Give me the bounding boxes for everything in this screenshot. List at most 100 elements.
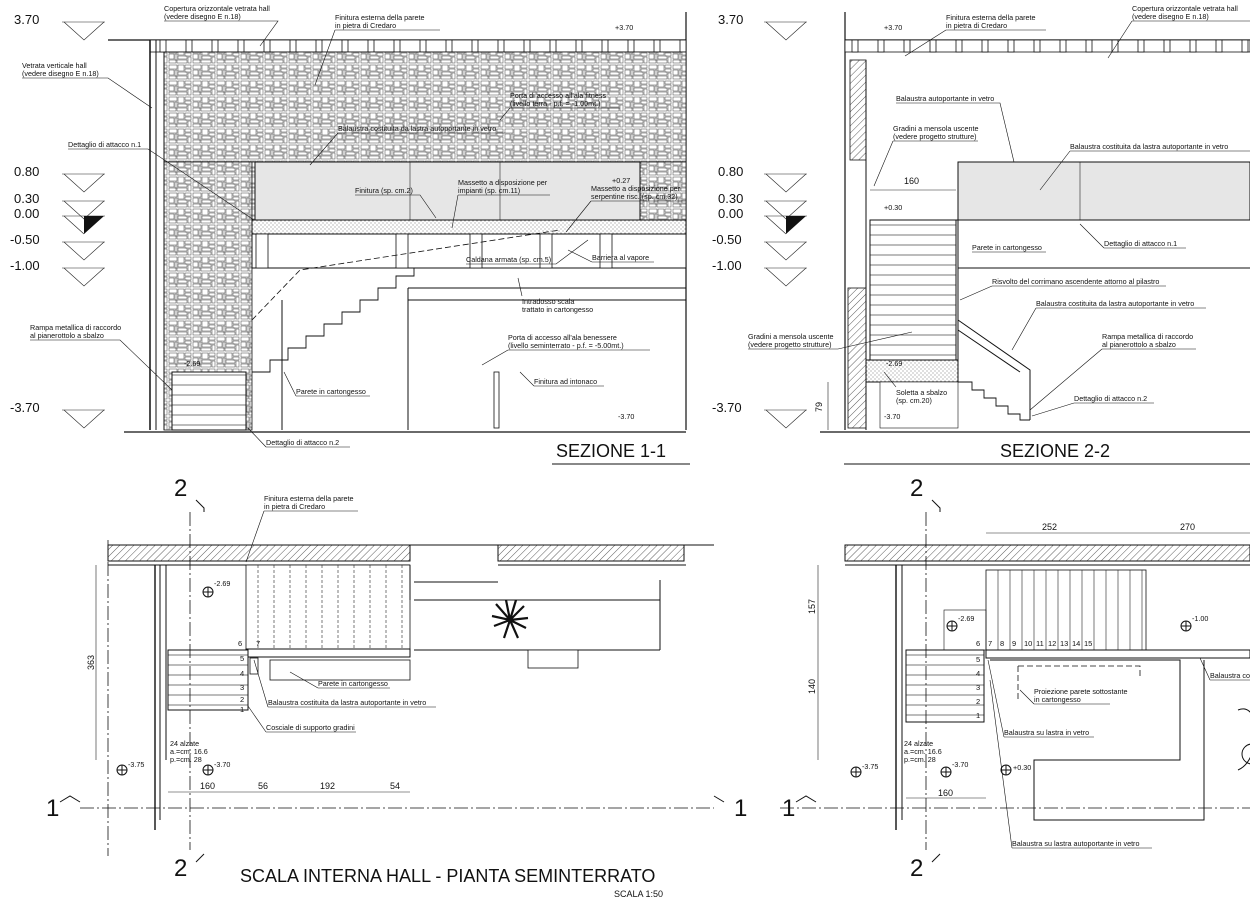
level-marker: 3.70 bbox=[14, 12, 105, 41]
note: Dettaglio di attacco n.2 bbox=[266, 438, 339, 447]
note: trattato in cartongesso bbox=[522, 305, 593, 314]
note: (sp. cm.20) bbox=[896, 396, 932, 405]
note: Balaustra costituita da lastra autoporta… bbox=[268, 698, 426, 707]
section-title: SEZIONE 2-2 bbox=[1000, 441, 1110, 461]
beam bbox=[539, 233, 553, 269]
level-marker: -0.50 bbox=[10, 232, 105, 261]
note: (livello seminterrato - p.f. = -5.00mt.) bbox=[508, 341, 624, 350]
roof-purlin bbox=[575, 39, 583, 53]
step-number: 2 bbox=[240, 695, 244, 704]
step-number: 6 bbox=[976, 639, 980, 648]
note: Rampa metallica di raccordo bbox=[30, 323, 121, 332]
spot-marker: -3.75 bbox=[850, 762, 878, 778]
spot-level: -2.69 bbox=[184, 359, 200, 368]
level-label: 0.00 bbox=[718, 206, 743, 221]
roof-purlin bbox=[929, 39, 937, 53]
metal-ramp bbox=[171, 371, 247, 431]
spot-level: -2.69 bbox=[886, 359, 902, 368]
section-marker-2: 2 bbox=[174, 855, 187, 882]
spot-level: +3.70 bbox=[884, 23, 902, 32]
dimension: 79 bbox=[814, 402, 824, 412]
roof-purlin bbox=[877, 39, 885, 53]
roof-purlin bbox=[211, 39, 219, 53]
stair-lower bbox=[905, 649, 985, 723]
spot-level: -3.75 bbox=[128, 760, 144, 769]
note: Massetto a disposizione per bbox=[591, 184, 681, 193]
level-label: 0.30 bbox=[718, 191, 743, 206]
note: Parete in cartongesso bbox=[318, 679, 388, 688]
spot-level: -2.69 bbox=[958, 614, 974, 623]
note: (livello terra - p.f. = -1.00mt.) bbox=[510, 99, 600, 108]
level-marker: 0.80 bbox=[718, 164, 807, 193]
level-label: -1.00 bbox=[712, 258, 742, 273]
note: serpentine risc. (sp. cm.32) bbox=[591, 192, 678, 201]
roof-purlin bbox=[1163, 39, 1171, 53]
note: Finitura (sp. cm.2) bbox=[355, 186, 413, 195]
note: Risvolto del corrimano ascendente attorn… bbox=[992, 277, 1159, 286]
spot-level: -1.00 bbox=[1192, 614, 1208, 623]
note: Finitura esterna della parete bbox=[335, 13, 425, 22]
step-number: 7 bbox=[988, 639, 992, 648]
roof-purlin bbox=[289, 39, 297, 53]
note: p.=cm. 28 bbox=[170, 755, 202, 764]
roof-purlin bbox=[445, 39, 453, 53]
note: Balaustra autoportante in vetro bbox=[896, 94, 994, 103]
level-label: -3.70 bbox=[10, 400, 40, 415]
spot-level: +0.30 bbox=[884, 203, 902, 212]
note: in pietra di Credaro bbox=[264, 502, 325, 511]
spot-marker: -3.70 bbox=[202, 760, 230, 776]
level-marker: 0.00 bbox=[718, 206, 807, 235]
note: Balaustra costituita da lastra autoporta… bbox=[1070, 142, 1228, 151]
roof-purlin bbox=[955, 39, 963, 53]
floor-slab bbox=[251, 219, 687, 235]
roof-purlin bbox=[367, 39, 375, 53]
note: 24 alzate bbox=[170, 739, 199, 748]
note: in pietra di Credaro bbox=[946, 21, 1007, 30]
roof-purlin bbox=[903, 39, 911, 53]
level-marker: -3.70 bbox=[712, 400, 807, 429]
spot-marker: -2.69 bbox=[946, 614, 974, 632]
plant-icon bbox=[491, 599, 529, 639]
stair-flight bbox=[869, 219, 957, 361]
step-number: 13 bbox=[1060, 639, 1068, 648]
note: Finitura esterna della parete bbox=[264, 494, 354, 503]
section-marker-1: 1 bbox=[734, 795, 747, 822]
roof-purlin bbox=[263, 39, 271, 53]
spot-level: -3.70 bbox=[884, 412, 900, 421]
note: p.=cm. 28 bbox=[904, 755, 936, 764]
section-marker-2: 2 bbox=[910, 855, 923, 882]
level-label: 0.00 bbox=[14, 206, 39, 221]
roof-purlins bbox=[149, 39, 687, 53]
note: Proiezione parete sottostante bbox=[1034, 687, 1128, 696]
dimension: 157 bbox=[807, 599, 817, 614]
step-number: 8 bbox=[1000, 639, 1004, 648]
note: al pianerottolo a sbalzo bbox=[30, 331, 104, 340]
note: Caldana armata (sp. cm.5) bbox=[466, 255, 551, 264]
spot-level: -3.70 bbox=[618, 412, 634, 421]
level-label: -0.50 bbox=[712, 232, 742, 247]
roof-purlin bbox=[851, 39, 859, 53]
section-title: SEZIONE 1-1 bbox=[556, 441, 666, 461]
dimension: 56 bbox=[258, 781, 268, 791]
step-number: 7 bbox=[256, 639, 260, 648]
note: (vedere disegno E n.18) bbox=[1132, 12, 1209, 21]
right-level-scale: 3.70 0.80 0.30 0.00 -0.50 -1.00 -3.70 bbox=[712, 12, 807, 429]
note: Barriera al vapore bbox=[592, 253, 649, 262]
glass-balustrade bbox=[254, 161, 641, 221]
note: Balaustra costituita da lastra autoporta… bbox=[338, 124, 496, 133]
roof-purlin bbox=[653, 39, 661, 53]
note: Finitura ad intonaco bbox=[534, 377, 597, 386]
level-marker: -3.70 bbox=[10, 400, 105, 429]
beam bbox=[255, 233, 269, 269]
note: Gradini a mensola uscente bbox=[748, 332, 834, 341]
roof-purlin bbox=[679, 39, 687, 53]
roof-purlin bbox=[159, 39, 167, 53]
roof-purlin bbox=[981, 39, 989, 53]
roof-purlin bbox=[1085, 39, 1093, 53]
level-label: -0.50 bbox=[10, 232, 40, 247]
note: Finitura esterna della parete bbox=[946, 13, 1036, 22]
section-markers: 2 2 1 1 2 2 1 bbox=[46, 475, 941, 882]
roof-purlin bbox=[315, 39, 323, 53]
